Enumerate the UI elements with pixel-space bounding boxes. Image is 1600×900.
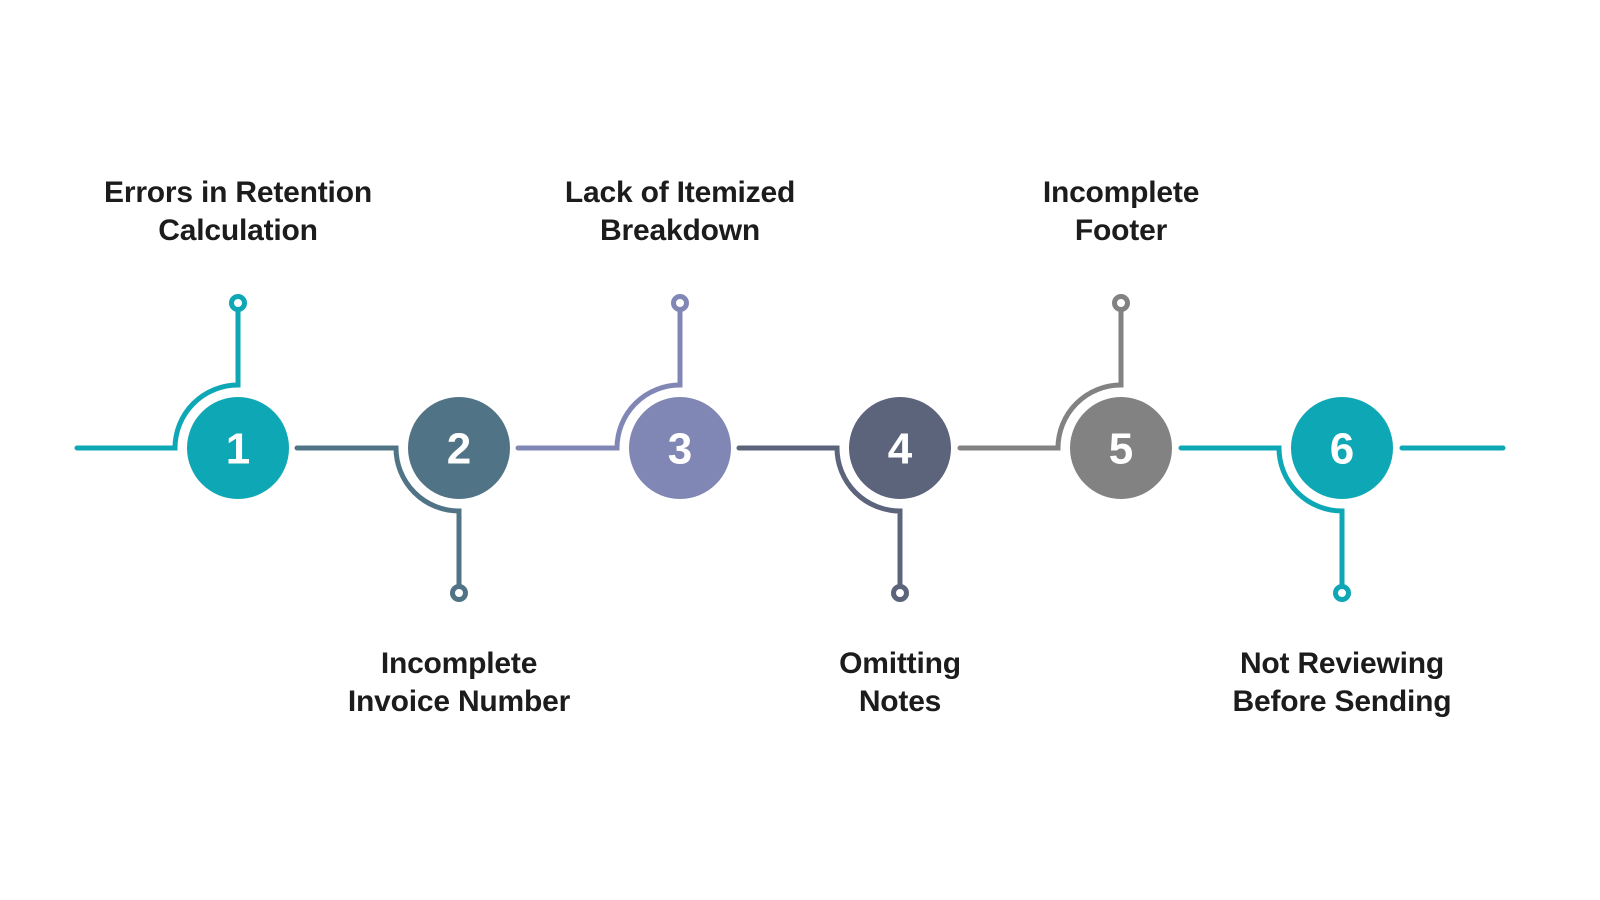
connector-line-2: [294, 445, 462, 587]
step-circle-2: [408, 397, 510, 499]
step-number-4: 4: [888, 425, 913, 474]
step-label-6-line-2: Before Sending: [1232, 685, 1452, 718]
step-label-5-line-1: Incomplete: [1042, 176, 1200, 209]
stem-ring-icon-2: [450, 584, 468, 602]
step-number-1: 1: [226, 425, 250, 474]
step-label-2-line-1: Incomplete: [380, 647, 538, 680]
step-circle-1: [187, 397, 289, 499]
timeline-node-4: 4: [736, 397, 951, 602]
connector-line-1: [74, 309, 241, 451]
step-label-4-line-2: Notes: [858, 685, 942, 718]
step-label-2: Incomplete Invoice Number: [279, 645, 639, 721]
step-label-6: Not Reviewing Before Sending: [1162, 645, 1522, 721]
step-label-3: Lack of Itemized Breakdown: [500, 174, 860, 250]
step-label-3-line-1: Lack of Itemized: [564, 176, 796, 209]
step-circle-5: [1070, 397, 1172, 499]
step-label-1-line-1: Errors in Retention: [104, 176, 372, 209]
step-label-3-line-2: Breakdown: [600, 214, 760, 247]
timeline-node-5: 5: [957, 294, 1172, 499]
connector-line-5: [957, 309, 1124, 451]
step-circle-6: [1291, 397, 1393, 499]
step-label-5-line-2: Footer: [1074, 214, 1168, 247]
step-label-1: Errors in Retention Calculation: [58, 174, 418, 250]
connector-line-4: [736, 445, 903, 587]
step-number-3: 3: [668, 425, 692, 474]
timeline-node-1: 1: [74, 294, 289, 499]
stem-ring-icon-1: [229, 294, 247, 312]
step-label-1-line-2: Calculation: [158, 214, 318, 247]
step-circle-3: [629, 397, 731, 499]
step-label-6-line-1: Not Reviewing: [1239, 647, 1445, 680]
step-label-4-line-1: Omitting: [839, 647, 961, 680]
stem-ring-icon-4: [891, 584, 909, 602]
stem-ring-icon-6: [1333, 584, 1351, 602]
timeline-node-3: 3: [515, 294, 731, 499]
step-number-6: 6: [1330, 425, 1354, 474]
stem-ring-icon-5: [1112, 294, 1130, 312]
step-number-2: 2: [447, 425, 471, 474]
timeline-node-2: 2: [294, 397, 510, 602]
timeline-node-6: 6: [1178, 397, 1506, 602]
step-circle-4: [849, 397, 951, 499]
connector-line-6: [1178, 445, 1506, 587]
connector-line-3: [515, 309, 683, 451]
step-label-5: Incomplete Footer: [941, 174, 1301, 250]
step-label-4: Omitting Notes: [720, 645, 1080, 721]
step-label-2-line-2: Invoice Number: [347, 685, 571, 718]
step-number-5: 5: [1109, 425, 1133, 474]
stem-ring-icon-3: [671, 294, 689, 312]
